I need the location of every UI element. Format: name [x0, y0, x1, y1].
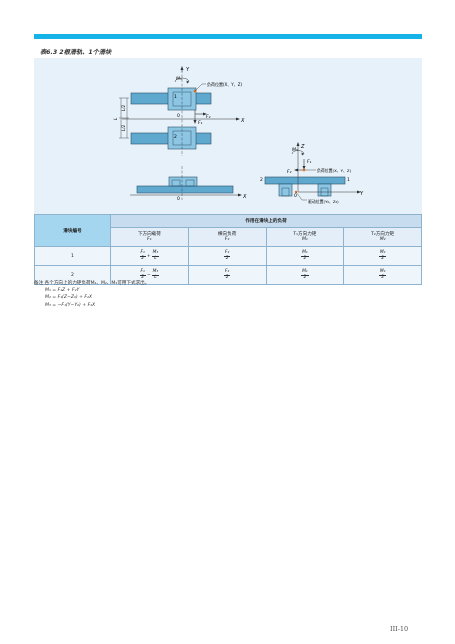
force-f1-label-front: F₁	[307, 159, 312, 165]
block-2-label: 2	[174, 134, 177, 140]
top-view: Y M₃ 负荷位置(X、Y、Z) X F₁ F₂ 0 1 2 L L/2 L/2	[113, 66, 245, 156]
axis-x-label-side: X	[242, 194, 247, 200]
row-id: 2	[34, 265, 111, 285]
front-block-1-label: 1	[347, 177, 350, 183]
equation-m3: M₃ = −F₁(Y−Y₀) + F₂X	[45, 302, 96, 308]
row-id: 1	[34, 246, 111, 266]
page-number: III-10	[390, 625, 409, 633]
moment-m3-label: M₃	[176, 76, 182, 82]
dim-l-label: L	[113, 117, 119, 120]
slider-side	[168, 176, 198, 187]
axis-z-label: Z	[300, 144, 305, 150]
col-loads-header: 作用在滑块上的负荷	[110, 214, 422, 228]
diagram-panel: Y M₃ 负荷位置(X、Y、Z) X F₁ F₂ 0 1 2 L L/2 L/2…	[34, 58, 422, 214]
notes-intro: 备注 各个方向上的力矩负荷M₁、M₂、M₃可用下式求出。	[34, 281, 150, 286]
dim-half-label-2: L/2	[121, 124, 126, 131]
front-block-2-label: 2	[260, 177, 263, 183]
table-front	[264, 176, 346, 185]
axis-x-label: X	[240, 118, 245, 124]
table-caption: 表6.3 2根滑轨、1个滑块	[40, 49, 112, 56]
rail-side	[136, 185, 234, 194]
dim-half-label-1: L/2	[121, 104, 126, 111]
axis-y-label-front: Y	[360, 191, 364, 197]
equation-m2: M₂ = F₁(Z−Z₀) + F₂X	[45, 295, 93, 301]
guide-diagram: Y M₃ 负荷位置(X、Y、Z) X F₁ F₂ 0 1 2 L L/2 L/2…	[113, 66, 364, 204]
notes-block: 备注 各个方向上的力矩负荷M₁、M₂、M₃可用下式求出。 M₁ = F₁Z + …	[34, 280, 149, 309]
top-accent-bar	[34, 34, 422, 39]
force-f2-label-top: F₂	[206, 114, 211, 120]
force-f2-label-front: F₂	[287, 169, 292, 175]
origin-label-top: 0	[177, 113, 180, 119]
side-view: X 0	[130, 166, 247, 202]
origin-label-front: 0	[294, 193, 297, 199]
load-position-label-front: 负荷位置(X、Y、Z)	[317, 168, 352, 173]
force-f1-label-top: F₁	[198, 120, 203, 126]
block-1-label: 1	[174, 94, 177, 100]
equation-m1: M₁ = F₁Z + F₂Y	[45, 288, 80, 294]
axis-y-label: Y	[186, 67, 190, 73]
col-block-header: 滑块编号	[34, 214, 111, 247]
front-view: Z M₃ F₁ F₂ 负荷位置(X、Y、Z) Y 0 2 1 驱动位置(Y₀、Z…	[260, 142, 364, 204]
drive-position-label: 驱动位置(Y₀、Z₀)	[308, 199, 339, 204]
load-position-label: 负荷位置(X、Y、Z)	[207, 81, 242, 87]
origin-label-side: 0	[177, 196, 180, 202]
moment-m-label-front: M₃	[292, 147, 298, 153]
